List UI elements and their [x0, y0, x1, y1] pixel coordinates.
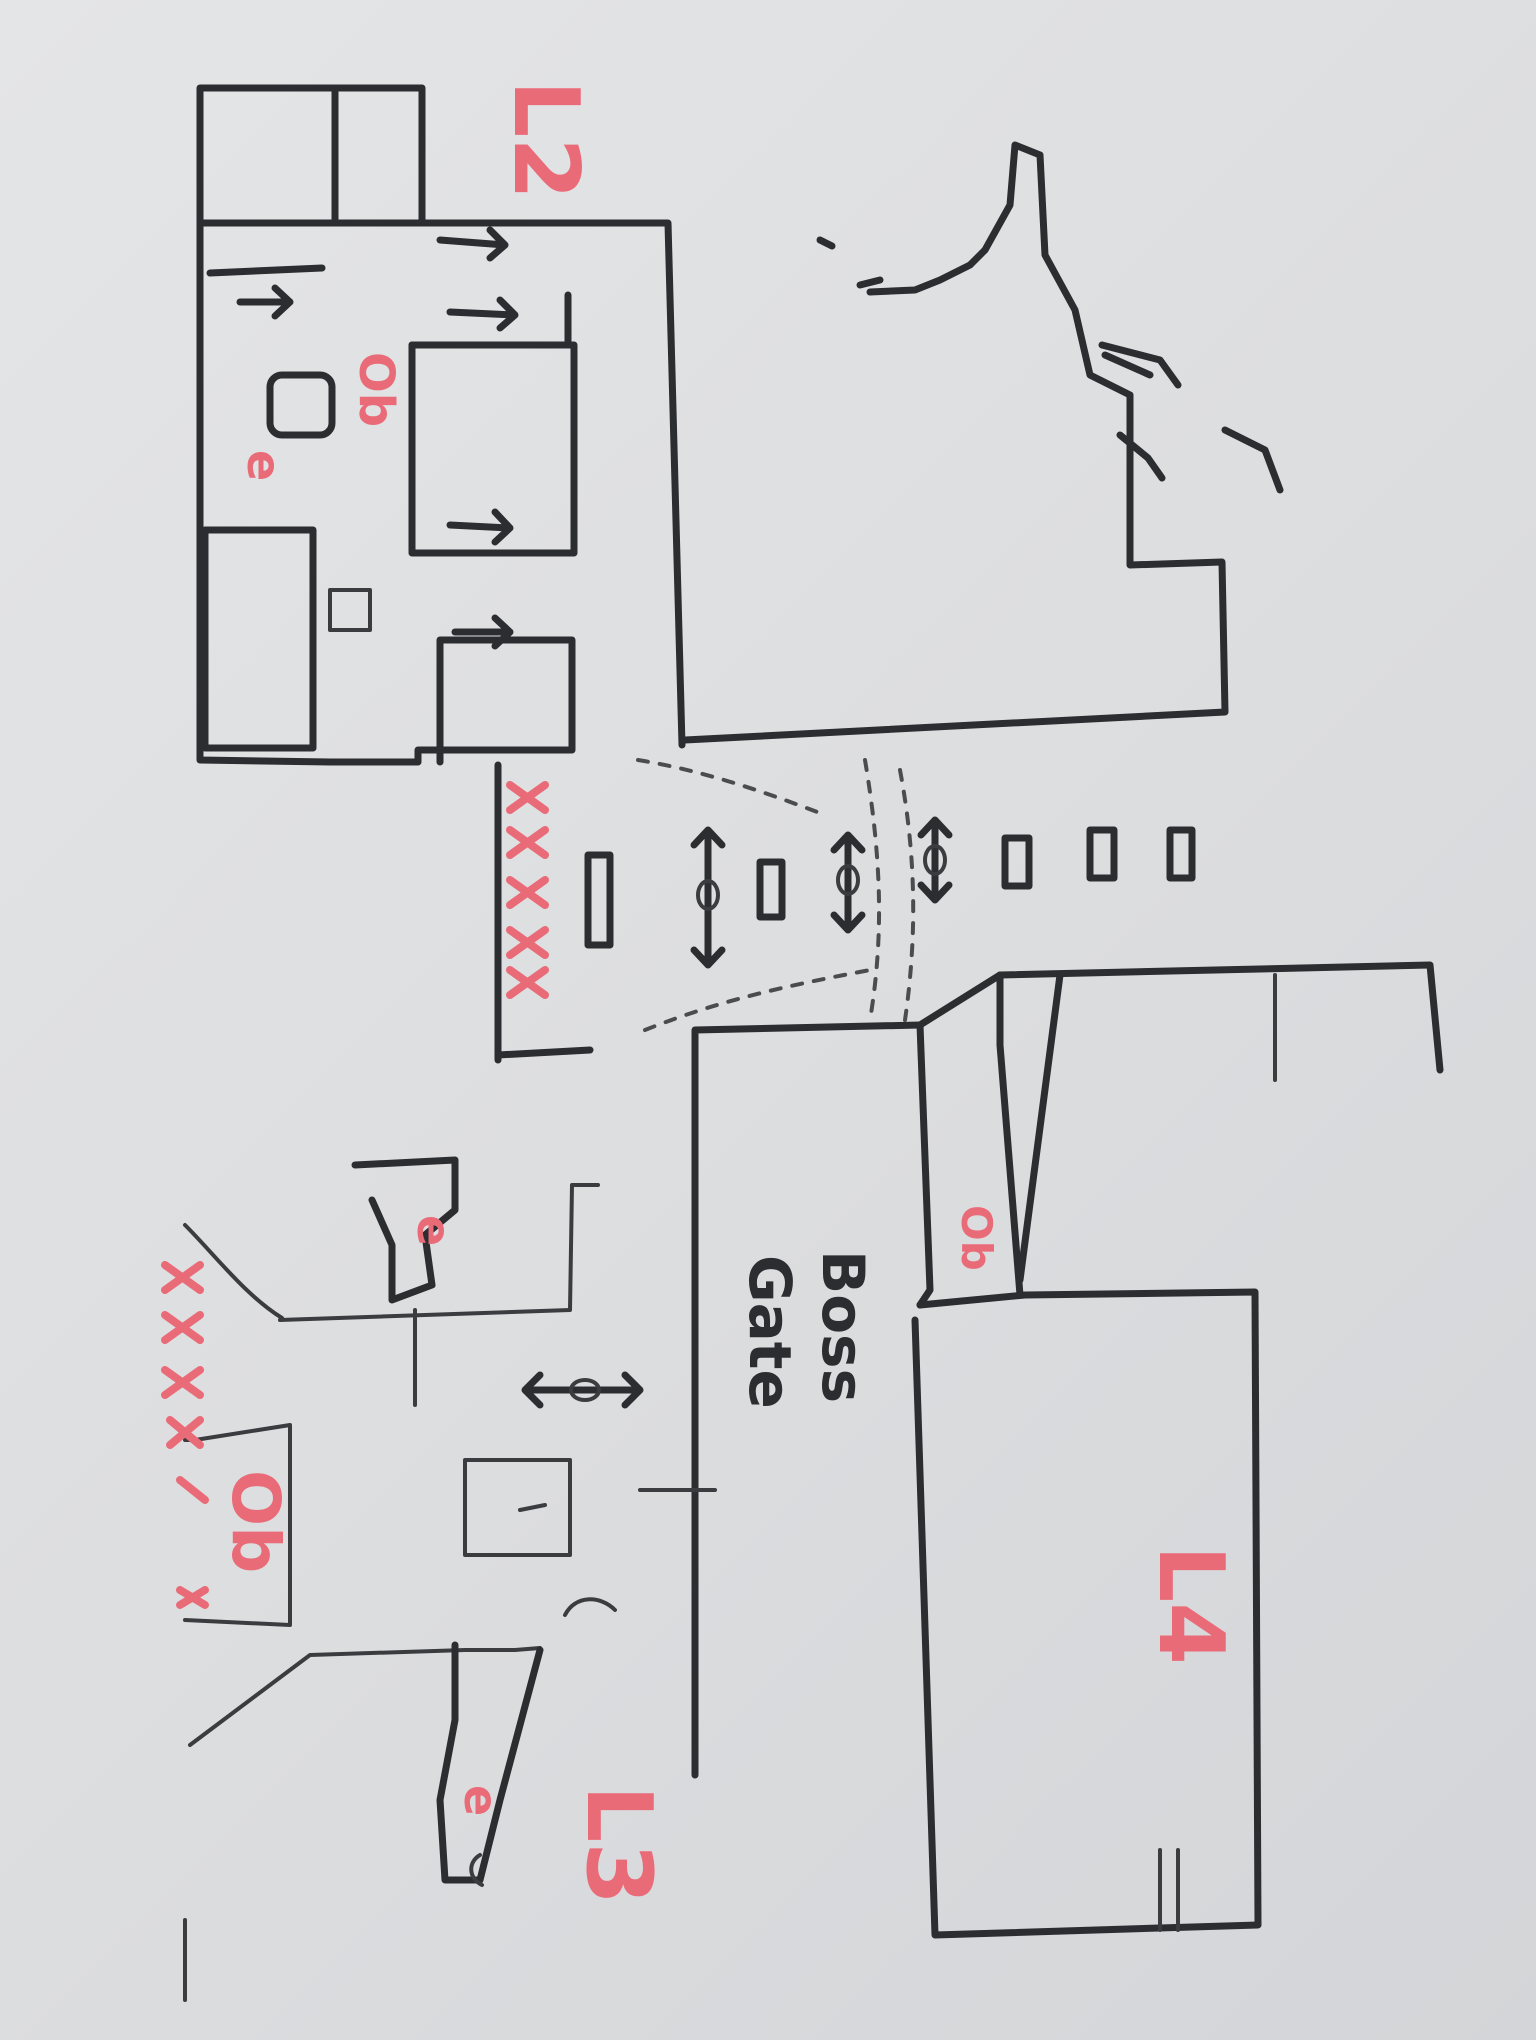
corridor-dashed-edge [645, 970, 870, 1030]
upper-right-area [685, 145, 1280, 740]
mountain-dash [820, 240, 832, 246]
boss-gate-area [695, 965, 1440, 1775]
enemy-label: e [407, 1215, 461, 1246]
level-label-l4: L4 [1138, 1545, 1243, 1665]
hazard-x-icon [165, 1315, 200, 1340]
arrow-right-icon [450, 512, 510, 542]
hazard-x-icon [180, 1480, 205, 1500]
enemy-label: e [237, 450, 291, 481]
mountain-dash [860, 280, 880, 285]
arrow-right-icon [240, 288, 290, 316]
hazard-x-icon [510, 880, 545, 905]
platform [1005, 838, 1029, 886]
l2-top-room [200, 88, 422, 223]
platform [760, 862, 782, 917]
l3-bump [565, 1599, 615, 1615]
l3-shaft [440, 1645, 540, 1880]
boss-label: Boss [809, 1250, 877, 1403]
l2-pillar [270, 375, 332, 435]
corridor-dashed-edge [865, 760, 879, 1020]
corridor-dashed-edge [900, 770, 913, 1020]
l2-side-room [205, 530, 313, 748]
hazard-x-icon [510, 970, 545, 995]
gate-label: Gate [736, 1255, 804, 1409]
hazard-x-icon [510, 785, 545, 810]
hazard-x-icon [165, 1370, 200, 1395]
platform [1170, 830, 1192, 878]
hazard-x-icon [510, 830, 545, 855]
mountain-ridge [1102, 345, 1178, 385]
central-corridor [498, 760, 1192, 1060]
platform [1090, 830, 1114, 878]
ob-label: Ob [952, 1205, 1001, 1271]
level-label-l2: L2 [493, 80, 598, 200]
hazard-x-icon [510, 930, 545, 955]
level-label-l3: L3 [566, 1785, 671, 1905]
arrow-right-icon [450, 300, 515, 328]
l3-slope [185, 1225, 282, 1318]
enemy-label: e [454, 1785, 508, 1816]
ob-label: Ob [348, 352, 404, 427]
hazard-x-icon [180, 1590, 205, 1605]
mountain-ridge [1120, 435, 1162, 478]
l2-crate [330, 590, 370, 630]
upper-right-ledge [1000, 965, 1440, 1070]
l3-upper-floor [280, 1185, 598, 1320]
mountain-ridge [1225, 430, 1280, 490]
hazard-x-icon [165, 1265, 200, 1290]
slope-line [1020, 975, 1060, 1280]
corridor-left-wall-foot [498, 1050, 590, 1055]
ob-label: Ob [217, 1470, 294, 1573]
l2-ledge [210, 268, 322, 273]
l3-lower-floor [190, 1648, 540, 1745]
arrow-right-icon [440, 230, 505, 258]
l3-step [520, 1505, 545, 1510]
l2-area [200, 88, 682, 762]
mountain-outline [685, 145, 1225, 740]
corridor-dashed-edge [638, 760, 825, 815]
l2-inner-room [412, 345, 574, 553]
l3-block [465, 1460, 570, 1555]
platform [588, 855, 610, 945]
